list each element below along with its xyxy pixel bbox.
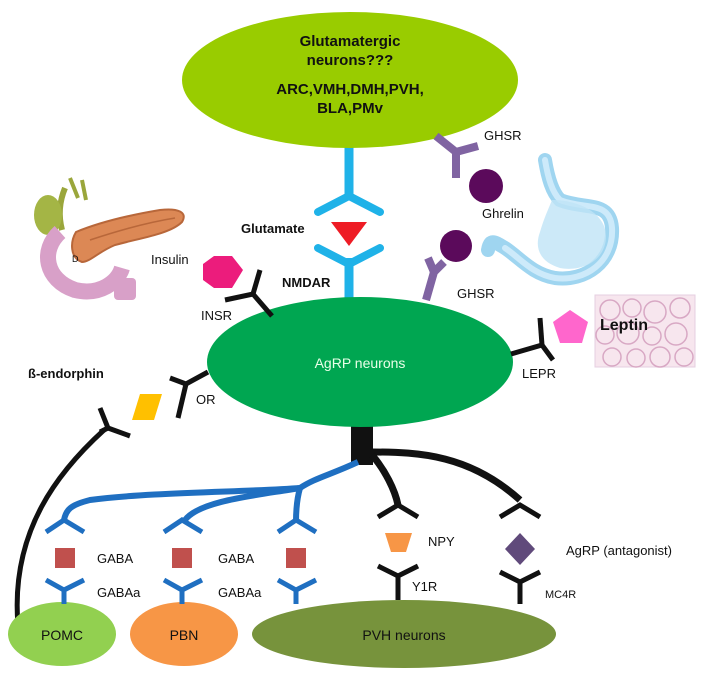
ghsr-top-label: GHSR [484, 128, 522, 143]
glutamate-label: Glutamate [241, 221, 305, 236]
pvh-neurons-node [252, 600, 556, 668]
agrp-neurons-node [207, 297, 513, 427]
gaba-square-2-icon [172, 548, 192, 568]
glutamate-synapse [314, 191, 384, 269]
gabaa-2-label: GABAa [218, 585, 262, 600]
glutamatergic-neurons-node [182, 12, 518, 148]
ghsr-mid-receptor [422, 256, 447, 302]
npy-trapezoid-icon [385, 533, 412, 552]
leptin-pentagon-icon [553, 310, 588, 343]
gaba-synapse-1 [44, 517, 86, 604]
or-label: OR [196, 392, 216, 407]
glutamate-ligand-icon [331, 222, 367, 246]
b-endorphin-label: ß-endorphin [28, 366, 104, 381]
leptin-label: Leptin [600, 317, 648, 334]
mc4r-synapse [498, 502, 542, 604]
stomach-illustration-icon [481, 153, 620, 286]
npy-label: NPY [428, 534, 455, 549]
ghsr-top-receptor [433, 132, 480, 178]
lepr-receptor [510, 317, 556, 362]
pancreas-illustration-icon: D [34, 177, 185, 300]
ghrelin-ball-icon [469, 169, 503, 203]
gaba-1-label: GABA [97, 551, 133, 566]
glut-line-2: neurons??? [307, 52, 394, 69]
insr-receptor [224, 269, 274, 318]
gaba-square-1-icon [55, 548, 75, 568]
pomc-node [8, 602, 116, 666]
ghrelin-label: Ghrelin [482, 206, 524, 221]
pbn-node [130, 602, 238, 666]
ghrelin-ball-2-icon [440, 230, 472, 262]
glut-line-3: ARC,VMH,DMH,PVH, [276, 81, 424, 98]
agrp-efferent-trunk [14, 425, 523, 626]
gabaa-1-label: GABAa [97, 585, 141, 600]
glut-line-4: BLA,PMv [317, 100, 383, 117]
agrp-neurons-label: AgRP neurons [315, 355, 406, 371]
pbn-label: PBN [170, 627, 199, 643]
or-receptor [169, 369, 210, 419]
gaba-synapse-2 [162, 517, 204, 604]
adipose-tissue-icon [594, 294, 696, 368]
gaba-square-3-icon [286, 548, 306, 568]
insulin-hexagon-icon [203, 256, 243, 288]
pomc-label: POMC [41, 627, 83, 643]
agrp-diamond-icon [505, 533, 535, 565]
glutamatergic-neurons-text: Glutamatergic neurons??? ARC,VMH,DMH,PVH… [276, 33, 424, 117]
insulin-label: Insulin [151, 252, 189, 267]
mc4r-label: MC4R [545, 589, 576, 601]
lepr-label: LEPR [522, 366, 556, 381]
gaba-synapse-3 [276, 517, 318, 604]
gaba-axons [61, 459, 360, 523]
svg-text:D: D [72, 254, 79, 264]
pvh-neurons-label: PVH neurons [362, 627, 445, 643]
b-endorphin-ligand-icon [132, 394, 162, 420]
glut-line-1: Glutamatergic [300, 33, 401, 50]
ghsr-mid-label: GHSR [457, 286, 495, 301]
nmdar-label: NMDAR [282, 275, 331, 290]
insr-label: INSR [201, 308, 232, 323]
pomc-terminal [97, 407, 131, 439]
npy-synapse [376, 502, 420, 600]
gaba-2-label: GABA [218, 551, 254, 566]
agrp-antagonist-label: AgRP (antagonist) [566, 543, 672, 558]
y1r-label: Y1R [412, 579, 437, 594]
